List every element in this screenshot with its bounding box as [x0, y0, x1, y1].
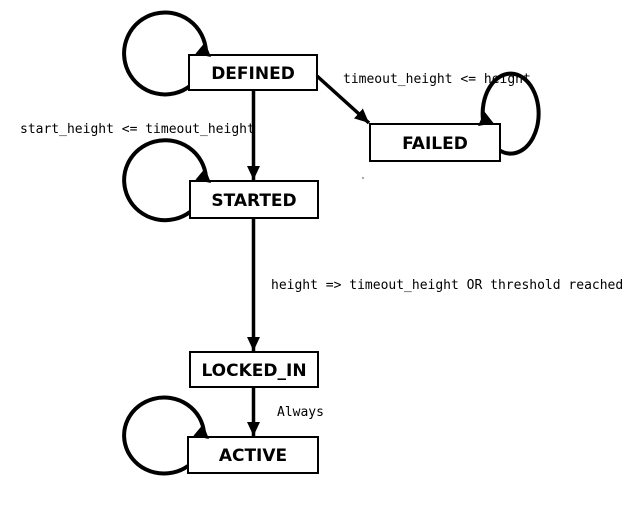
state-label-locked-in: LOCKED_IN: [201, 361, 306, 381]
state-box-active: [187, 436, 319, 474]
transition-label-defined-started: start_height <= timeout_height: [20, 122, 255, 137]
transition-defined-failed: [315, 74, 371, 125]
state-label-active: ACTIVE: [219, 446, 287, 466]
self-loop-defined: [122, 10, 208, 97]
state-box-started: [189, 180, 319, 219]
transition-label-locked-in-active: Always: [277, 405, 324, 420]
state-label-defined: DEFINED: [211, 64, 295, 84]
transition-label-defined-failed: timeout_height <= height: [343, 72, 531, 87]
self-loop-started: [122, 138, 208, 223]
state-label-started: STARTED: [211, 191, 296, 211]
state-label-failed: FAILED: [402, 134, 468, 154]
transition-label-started-locked-in: height => timeout_height OR threshold re…: [271, 278, 623, 293]
self-loop-arrowhead-started-icon: [195, 168, 211, 183]
self-loop-arrowhead-active-icon: [193, 424, 209, 439]
artifact-dot: [361, 176, 365, 180]
self-loop-failed: [480, 71, 541, 156]
self-loop-active: [122, 395, 206, 476]
state-box-locked-in: [189, 351, 319, 388]
state-box-failed: [369, 123, 501, 162]
self-loop-arrowhead-defined-icon: [195, 42, 211, 57]
self-loop-arrowhead-failed-icon: [478, 111, 494, 126]
state-box-defined: [188, 54, 318, 91]
